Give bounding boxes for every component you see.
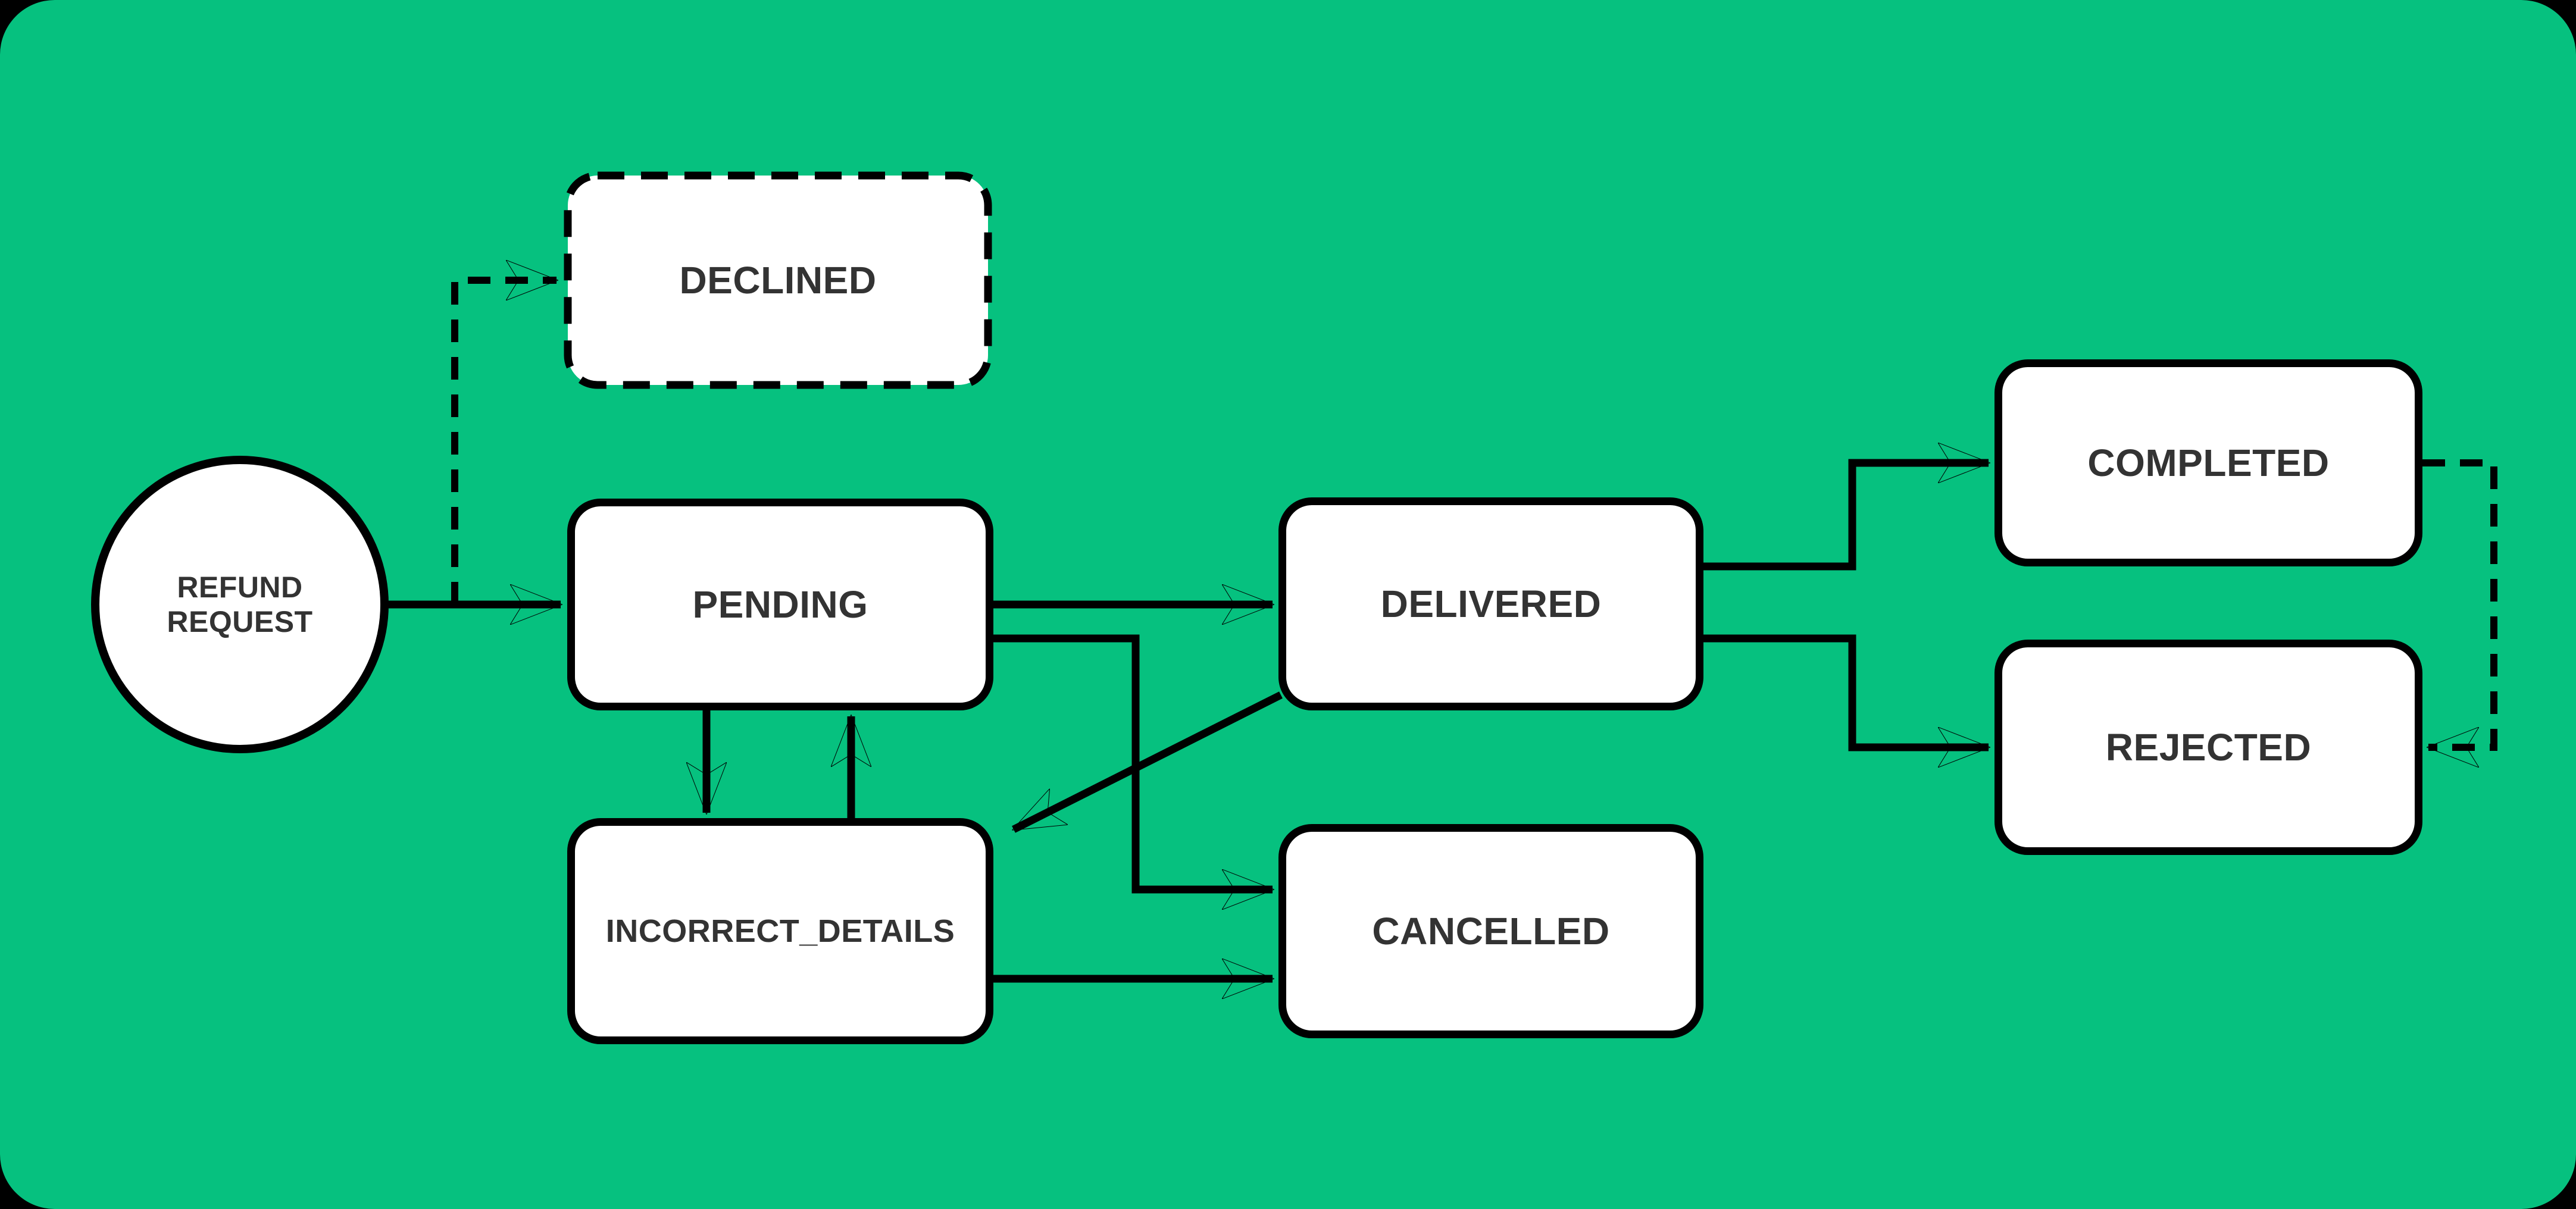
- node-delivered: DELIVERED: [1278, 497, 1703, 710]
- edge-delivered-to-completed: [1703, 463, 1989, 571]
- node-declined-label: DECLINED: [679, 259, 877, 302]
- edge-delivered-to-rejected: [1703, 634, 1989, 747]
- node-completed-label: COMPLETED: [2087, 441, 2330, 484]
- node-incorrect-details-label: INCORRECT_DETAILS: [605, 913, 955, 949]
- node-rejected-label: REJECTED: [2105, 726, 2312, 769]
- node-cancelled-label: CANCELLED: [1372, 910, 1610, 953]
- edge-refund-request-to-declined: [451, 280, 557, 604]
- node-cancelled: CANCELLED: [1278, 824, 1703, 1038]
- node-delivered-label: DELIVERED: [1380, 582, 1602, 625]
- node-incorrect-details: INCORRECT_DETAILS: [567, 818, 993, 1044]
- node-completed: COMPLETED: [1994, 359, 2422, 566]
- node-pending: PENDING: [567, 499, 993, 710]
- node-refund-request: REFUND REQUEST: [91, 456, 389, 753]
- edge-completed-to-rejected: [2422, 459, 2497, 747]
- node-rejected: REJECTED: [1994, 640, 2422, 855]
- edge-delivered-to-incorrect-details: [1014, 691, 1283, 833]
- node-pending-label: PENDING: [692, 583, 868, 626]
- node-refund-request-label: REFUND REQUEST: [167, 571, 313, 638]
- node-declined: DECLINED: [564, 171, 992, 389]
- declined-dashed-border: [564, 171, 992, 389]
- edge-pending-to-cancelled: [993, 634, 1273, 889]
